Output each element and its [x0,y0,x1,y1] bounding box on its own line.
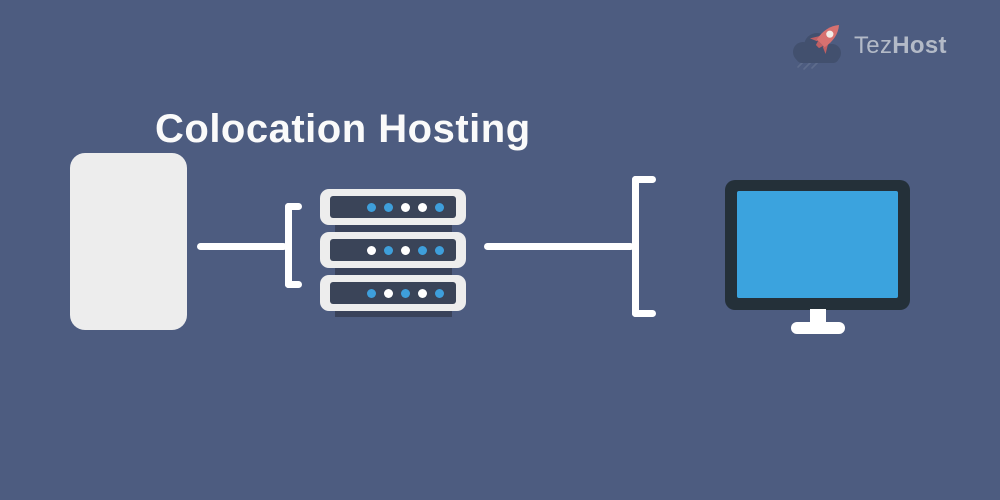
server-unit [320,232,466,268]
server-led-dot [367,288,376,298]
bracket-left [285,203,302,288]
tezhost-logo: TezHost [790,20,946,72]
bracket-left-bar [285,203,292,288]
server-led-dot [418,288,427,298]
server-led-dot [401,202,410,212]
server-led-dot [384,202,393,212]
bracket-right-bar [632,176,639,317]
bracket-right [632,176,656,317]
monitor-stand-base [791,322,845,334]
server-led-dot [367,202,376,212]
server-led-dot [418,202,427,212]
connector-line-right [484,243,634,250]
server-rack-icon [320,189,466,317]
bracket-left-top-tick [285,203,302,210]
server-led-dot [435,202,444,212]
server-unit [320,275,466,311]
monitor-stand-neck [810,309,826,324]
logo-text: TezHost [854,32,947,60]
page-title: Colocation Hosting [155,106,531,151]
server-unit-face [330,239,456,261]
server-unit-face [330,196,456,218]
server-unit [320,189,466,225]
logo-text-regular: Tez [854,32,893,59]
server-led-dot [384,288,393,298]
connector-line-left [197,243,287,250]
server-led-dot [435,288,444,298]
bracket-right-top-tick [632,176,656,183]
logo-text-bold: Host [892,32,947,59]
cloud-rocket-icon [793,24,841,70]
server-led-dot [435,245,444,255]
monitor-screen [737,191,898,298]
server-led-dot [384,245,393,255]
client-box [70,153,187,330]
bracket-left-bottom-tick [285,281,302,288]
server-led-dot [418,245,427,255]
server-unit-face [330,282,456,304]
monitor-icon [725,180,910,336]
server-led-dot [401,245,410,255]
server-led-dot [367,245,376,255]
server-led-dot [401,288,410,298]
bracket-right-bottom-tick [632,310,656,317]
